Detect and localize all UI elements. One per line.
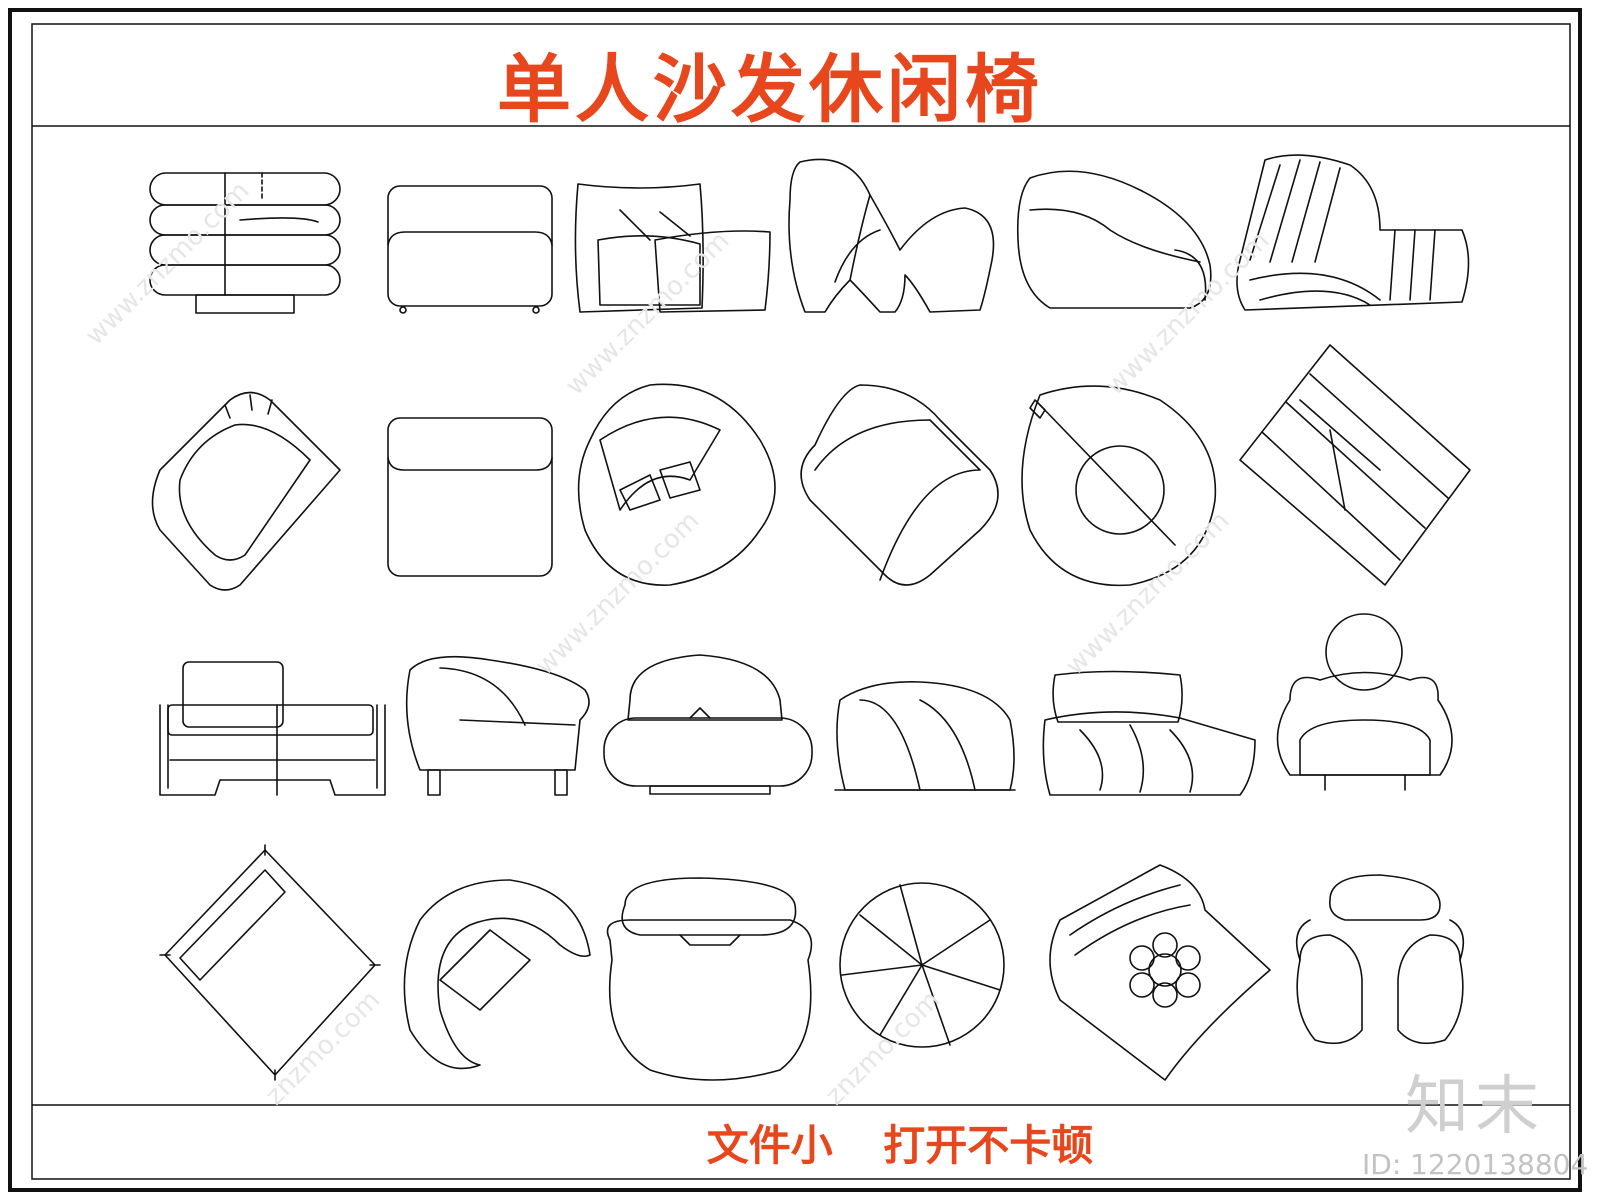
sofa-ball-front xyxy=(1276,613,1453,791)
sofa-roll-front xyxy=(149,172,341,314)
sofa-bubble-front xyxy=(603,654,813,795)
sofa-wrap-plan xyxy=(403,879,591,1070)
sofa-flower-plan xyxy=(1049,864,1271,1081)
sofa-sculptural-front xyxy=(788,158,995,313)
sofa-ribbed-front xyxy=(1236,154,1470,311)
drawing-title: 单人沙发休闲椅 xyxy=(497,47,1043,133)
sofa-bowl-front xyxy=(1016,170,1212,309)
sofa-pillow-front xyxy=(574,183,771,313)
sofa-pouf-plan xyxy=(839,882,1005,1048)
sofa-ball-plan xyxy=(1295,874,1465,1045)
inner-border xyxy=(31,23,1571,1180)
sofa-frame-side xyxy=(159,661,386,796)
sofa-throw-front xyxy=(1042,670,1256,796)
sofa-pillow-plan xyxy=(577,383,776,586)
sofa-box-plan xyxy=(387,417,553,577)
watermark-brand-logo: 知末 xyxy=(1405,1070,1545,1144)
sofa-cushion-plan xyxy=(800,384,999,586)
sofa-bubble-plan xyxy=(606,877,813,1081)
watermark-id: ID: 1220138804 xyxy=(1362,1148,1589,1181)
sofa-frame-plan xyxy=(159,844,381,1081)
sofa-ribbed-plan xyxy=(1239,344,1471,586)
sofa-curve-plan xyxy=(151,391,341,591)
sofa-box-front xyxy=(387,185,553,314)
outer-border xyxy=(8,8,1582,1192)
sofa-wrap-side xyxy=(405,655,590,796)
footer-slogan: 文件小 打开不卡顿 xyxy=(706,1121,1094,1170)
sofa-pumpkin-front xyxy=(834,681,1016,791)
sofa-round-plan xyxy=(1021,385,1217,587)
